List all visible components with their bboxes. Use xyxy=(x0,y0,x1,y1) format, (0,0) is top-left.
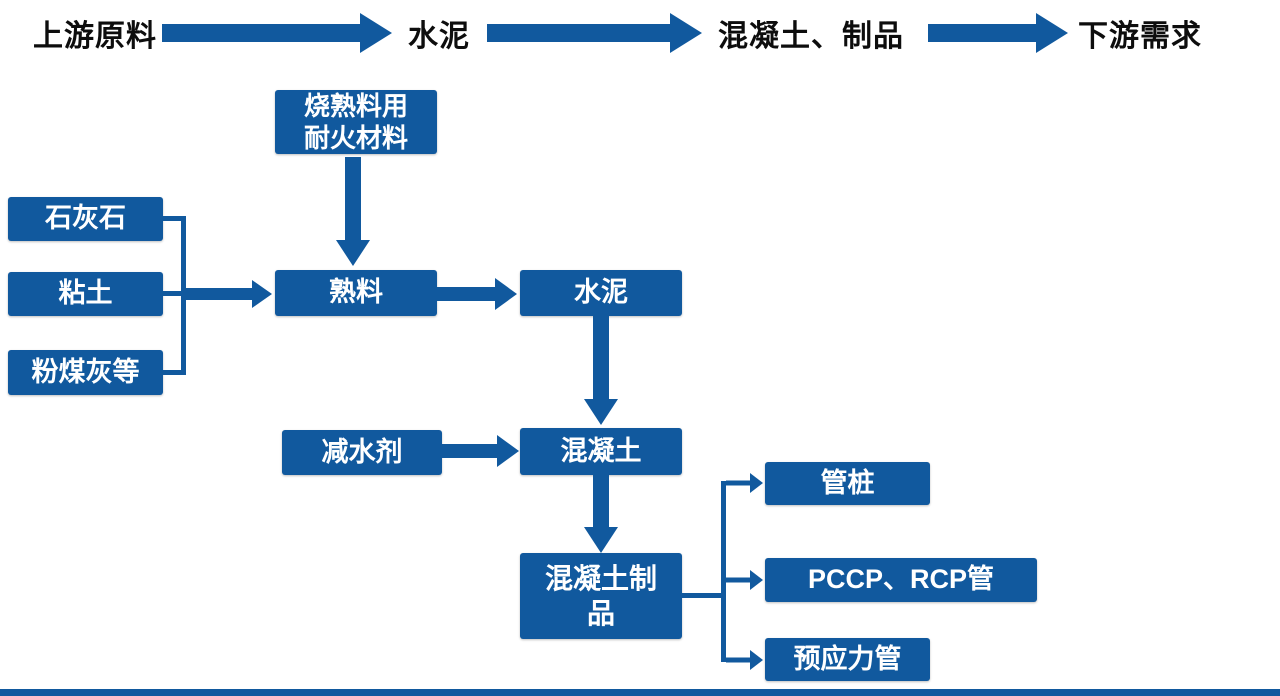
arrow-head xyxy=(252,280,272,308)
arrow-shaft xyxy=(162,24,360,42)
arrow-head xyxy=(360,13,392,53)
arrow-shaft xyxy=(726,577,750,583)
bottom-accent-bar xyxy=(0,689,1280,696)
connector-fly-ash-stub xyxy=(163,370,186,375)
box-pccp-rcp: PCCP、RCP管 xyxy=(765,558,1037,602)
arrow-to-prestressed xyxy=(726,650,763,670)
connector-clay-stub xyxy=(163,291,186,296)
arrow-head xyxy=(670,13,702,53)
box-clinker: 熟料 xyxy=(275,270,437,316)
arrow-shaft xyxy=(442,444,497,458)
box-prestressed-pipe: 预应力管 xyxy=(765,638,930,681)
box-fly-ash: 粉煤灰等 xyxy=(8,350,163,395)
box-refractory: 烧熟料用 耐火材料 xyxy=(275,90,437,154)
arrow-head xyxy=(495,278,517,310)
arrow-head xyxy=(1036,13,1068,53)
arrow-cement-to-concrete xyxy=(584,316,618,425)
arrow-head xyxy=(750,473,763,493)
box-water-reducer: 减水剂 xyxy=(282,430,442,475)
top-label-cement: 水泥 xyxy=(408,20,470,53)
arrow-shaft xyxy=(487,24,670,42)
arrow-materials-to-clinker xyxy=(183,280,272,308)
arrow-head xyxy=(497,435,519,467)
connector-products-stub xyxy=(682,593,726,598)
arrow-shaft xyxy=(183,288,252,300)
arrow-shaft xyxy=(345,157,361,240)
top-label-downstream: 下游需求 xyxy=(1078,20,1202,53)
box-pipe-pile: 管桩 xyxy=(765,462,930,505)
arrow-concrete-to-products xyxy=(584,475,618,553)
arrow-to-pccp xyxy=(726,570,763,590)
connector-limestone-stub xyxy=(163,216,186,221)
box-cement: 水泥 xyxy=(520,270,682,316)
box-limestone: 石灰石 xyxy=(8,197,163,241)
box-concrete: 混凝土 xyxy=(520,428,682,475)
arrow-shaft xyxy=(726,480,750,486)
arrow-shaft xyxy=(437,287,495,301)
box-concrete-products: 混凝土制 品 xyxy=(520,553,682,639)
box-clay: 粘土 xyxy=(8,272,163,316)
arrow-shaft xyxy=(928,24,1036,42)
top-arrow-upstream-to-cement xyxy=(162,13,392,53)
top-label-upstream: 上游原料 xyxy=(33,20,157,53)
arrow-head xyxy=(750,570,763,590)
arrow-head xyxy=(584,527,618,553)
connector-right-bracket-vertical xyxy=(721,481,726,662)
arrow-shaft xyxy=(593,316,609,399)
arrow-head xyxy=(750,650,763,670)
top-arrow-products-to-downstream xyxy=(928,13,1068,53)
arrow-clinker-to-cement xyxy=(437,278,517,310)
arrow-reducer-to-concrete xyxy=(442,435,519,467)
top-label-concrete-products: 混凝土、制品 xyxy=(718,20,904,53)
arrow-refractory-to-clinker xyxy=(336,157,370,266)
arrow-head xyxy=(336,240,370,266)
top-arrow-cement-to-products xyxy=(487,13,702,53)
arrow-to-pipe-pile xyxy=(726,473,763,493)
arrow-shaft xyxy=(726,657,750,663)
arrow-head xyxy=(584,399,618,425)
arrow-shaft xyxy=(593,475,609,527)
